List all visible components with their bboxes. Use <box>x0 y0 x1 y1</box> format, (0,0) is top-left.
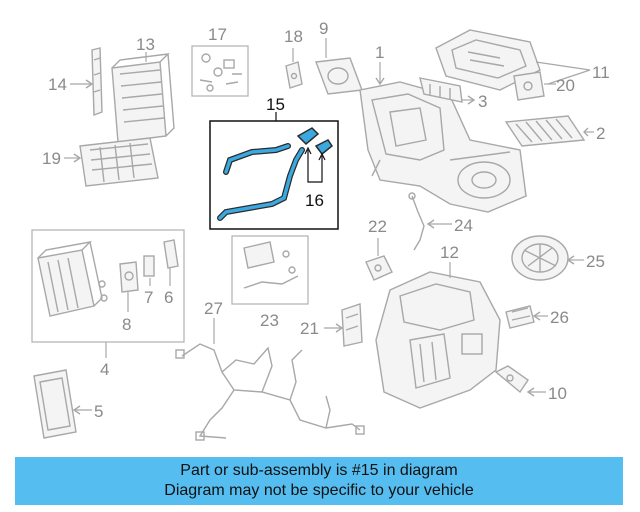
part-26-vent <box>505 305 535 329</box>
callout-1[interactable]: 1 <box>375 43 384 62</box>
part-15-box <box>209 120 339 230</box>
part-15-ac-lines <box>217 143 305 221</box>
part-19-core <box>79 137 159 187</box>
callout-22[interactable]: 22 <box>368 217 387 236</box>
part-4-evaporator <box>37 240 103 317</box>
callout-2[interactable]: 2 <box>596 124 605 143</box>
part-2-cabin-filter <box>504 115 586 147</box>
callout-4[interactable]: 4 <box>100 360 109 379</box>
callout-3[interactable]: 3 <box>478 92 487 111</box>
callout-27[interactable]: 27 <box>204 299 223 318</box>
callout-16[interactable]: 16 <box>305 191 324 210</box>
part-23-hardware <box>243 241 299 289</box>
callout-9[interactable]: 9 <box>319 19 328 38</box>
callout-12[interactable]: 12 <box>440 243 459 262</box>
banner-line-2: Diagram may not be specific to your vehi… <box>164 482 474 499</box>
part-13-heater-core <box>111 53 175 143</box>
parts-diagram: 14 13 19 17 18 9 <box>31 19 610 441</box>
part-1-hvac-housing <box>359 81 527 213</box>
part-21-bracket <box>341 303 363 347</box>
callout-23[interactable]: 23 <box>260 311 279 330</box>
part-10-actuator <box>494 365 529 394</box>
part-12-lower-housing <box>375 271 501 409</box>
part-17-box <box>191 45 249 97</box>
callout-7[interactable]: 7 <box>144 288 153 307</box>
callout-10[interactable]: 10 <box>548 384 567 403</box>
callout-5[interactable]: 5 <box>94 402 103 421</box>
callout-17[interactable]: 17 <box>208 25 227 44</box>
part-8-valve <box>119 261 139 293</box>
callout-11[interactable]: 11 <box>592 63 610 82</box>
callout-6[interactable]: 6 <box>164 288 173 307</box>
part-16-caps <box>296 127 334 156</box>
part-3-duct <box>419 77 463 103</box>
part-14-bracket <box>91 47 103 116</box>
part-18-clip <box>285 61 303 89</box>
callout-14[interactable]: 14 <box>48 75 67 94</box>
part-6-sensor <box>163 239 179 269</box>
part-7-seal <box>143 255 155 277</box>
callout-24[interactable]: 24 <box>454 216 473 235</box>
callout-19[interactable]: 19 <box>42 149 61 168</box>
part-20-actuator <box>513 71 545 101</box>
part-4-fittings <box>98 280 108 302</box>
callout-18[interactable]: 18 <box>284 27 303 46</box>
callout-25[interactable]: 25 <box>586 252 605 271</box>
part-23-box <box>231 235 309 305</box>
part-5-seal-frame <box>33 369 77 439</box>
callout-8[interactable]: 8 <box>122 315 131 334</box>
callout-21[interactable]: 21 <box>300 319 319 338</box>
part-11-distribution-housing <box>435 29 541 91</box>
callout-26[interactable]: 26 <box>550 308 569 327</box>
part-24-hose <box>408 192 425 251</box>
part-info-banner: Part or sub-assembly is #15 in diagram D… <box>15 457 623 505</box>
part-9-seal <box>315 57 363 95</box>
callout-13[interactable]: 13 <box>136 35 155 54</box>
callout-15[interactable]: 15 <box>266 95 285 114</box>
part-22-sensor <box>365 255 393 281</box>
part-27-wiring-harness <box>175 343 365 441</box>
part-4-box <box>31 229 185 343</box>
callout-20[interactable]: 20 <box>556 76 575 95</box>
part-25-blower-motor <box>511 235 569 281</box>
banner-line-1: Part or sub-assembly is #15 in diagram <box>180 462 458 479</box>
part-17-fasteners <box>199 53 242 92</box>
